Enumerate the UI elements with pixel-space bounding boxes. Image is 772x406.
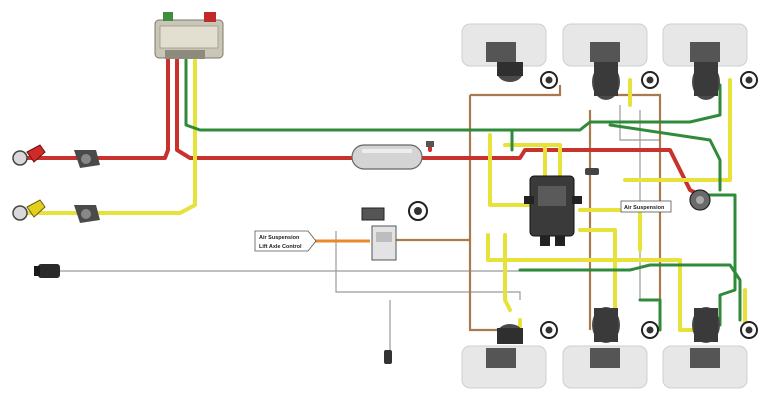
brake-chamber-rear-1 xyxy=(486,321,558,368)
relay-valve-assembly xyxy=(154,12,224,59)
yellow-lines xyxy=(18,58,747,332)
lift-axle-label-line1: Air Suspension xyxy=(259,235,300,241)
electrical-connector xyxy=(34,264,60,278)
brown-lines xyxy=(395,85,662,332)
lift-axle-label-line2: Lift Axle Control xyxy=(259,244,302,250)
brake-chamber-front-1 xyxy=(486,42,558,89)
lift-axle-control-valve xyxy=(361,201,428,261)
green-lines xyxy=(184,58,742,332)
sensor-plug xyxy=(384,350,392,364)
brake-chamber-rear-3 xyxy=(690,307,758,368)
leveling-valve xyxy=(689,189,711,211)
brake-chamber-rear-2 xyxy=(590,307,659,368)
yellow-line-filter xyxy=(74,205,100,223)
red-line-filter xyxy=(74,150,100,168)
red-glad-hand xyxy=(12,144,46,166)
lift-axle-label: Air Suspension Lift Axle Control xyxy=(254,230,317,252)
air-suspension-label: Air Suspension xyxy=(620,200,672,213)
wheel-backplates xyxy=(461,23,748,389)
brake-chamber-front-3 xyxy=(690,42,758,100)
yellow-glad-hand xyxy=(12,199,46,221)
air-reservoir-tank xyxy=(351,141,434,170)
brake-chamber-front-2 xyxy=(590,42,659,100)
air-suspension-label-text: Air Suspension xyxy=(624,205,665,211)
abs-modulator-unit xyxy=(524,168,599,246)
